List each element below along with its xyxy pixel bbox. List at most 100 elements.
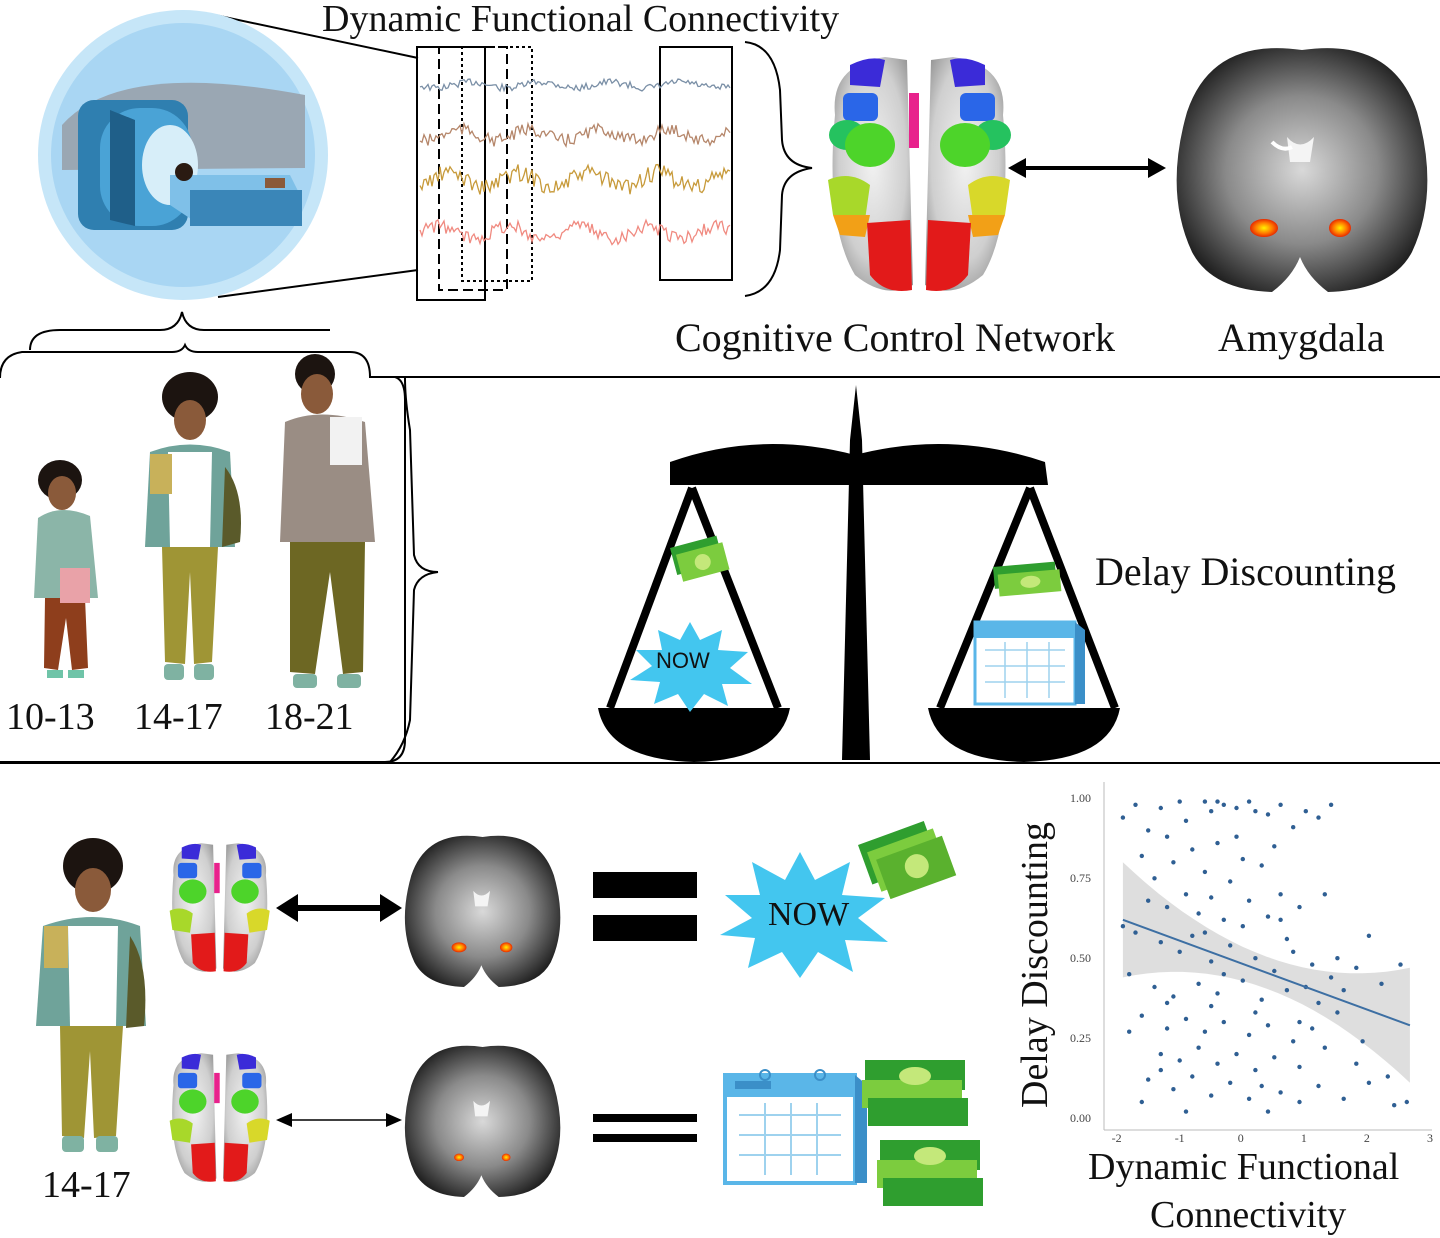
scatter-point <box>1284 936 1290 942</box>
equals-thin <box>593 1114 697 1142</box>
scatter-point <box>1228 1080 1233 1086</box>
scatter-point <box>1328 802 1334 807</box>
scatter-point <box>1322 1045 1328 1050</box>
scatter-point <box>1215 991 1220 996</box>
scatter-point <box>1139 1013 1145 1018</box>
scatter-point <box>1171 994 1176 999</box>
scatter-point <box>1265 1109 1271 1114</box>
ccn-brain-bottom-1 <box>169 843 270 972</box>
scatter-point <box>1404 1099 1410 1105</box>
amygdala-brain-bottom-2 <box>404 1045 561 1197</box>
scatter-point <box>1202 930 1208 935</box>
scatter-point <box>1202 799 1208 804</box>
scatter-point <box>1278 917 1283 922</box>
scatter-point <box>1246 1032 1252 1038</box>
scatter-point <box>1221 1019 1227 1025</box>
scatter-point <box>1265 914 1271 919</box>
scatter-point <box>1146 1077 1151 1082</box>
scatter-point <box>1366 1080 1372 1086</box>
scatter-point <box>1234 1051 1239 1057</box>
scatter-point <box>1316 815 1321 820</box>
calendar-icon <box>723 1069 867 1185</box>
scatter-point <box>1183 1016 1189 1022</box>
scatter-point <box>1253 1067 1258 1073</box>
scatter-point <box>1354 1061 1359 1066</box>
age-label-18-21: 18-21 <box>265 696 354 738</box>
age-label-14-17: 14-17 <box>134 696 223 738</box>
scatter-point <box>1209 1003 1214 1009</box>
label-delay-discounting: Delay Discounting <box>1095 549 1397 594</box>
scatter-point <box>1297 904 1302 910</box>
mri-scanner-icon <box>38 10 419 300</box>
age-label-10-13: 10-13 <box>6 696 95 738</box>
age-brace <box>389 377 439 763</box>
x-tick-label: 2 <box>1363 1131 1370 1145</box>
scatter-point <box>1234 834 1239 839</box>
scatter-point <box>1335 956 1340 961</box>
scatter-point <box>1133 930 1138 935</box>
scatter-point <box>1316 1083 1321 1089</box>
scanner-brace <box>29 311 330 351</box>
scatter-point <box>1253 1010 1258 1015</box>
scatter-point <box>1158 805 1164 811</box>
scatter-point <box>1183 818 1189 823</box>
scatter-point <box>1322 892 1328 897</box>
scatter-point <box>1284 988 1290 993</box>
scatter-point <box>1246 799 1252 804</box>
scatter-point <box>1310 1026 1315 1031</box>
scatter-point <box>1259 997 1264 1002</box>
scatter-point <box>1183 892 1189 897</box>
scatter-point <box>1196 981 1201 986</box>
x-tick-label: -2 <box>1111 1131 1122 1145</box>
y-tick-label: 0.50 <box>1070 951 1091 966</box>
money-stack-icon-2 <box>862 1060 983 1206</box>
scatter-point <box>1303 809 1309 814</box>
scatter-point <box>1158 1051 1164 1057</box>
double-arrow-thin <box>276 1113 402 1127</box>
double-arrow-thick <box>276 894 402 922</box>
chart-xlabel-line2: Connectivity <box>1150 1194 1347 1236</box>
scatter-point <box>1253 809 1258 814</box>
scatter-point <box>1139 1099 1145 1105</box>
scatter-point <box>1360 1039 1365 1044</box>
scatter-point <box>1215 799 1220 804</box>
scatter-point <box>1127 972 1132 977</box>
scatter-point <box>1297 1019 1302 1025</box>
scatter-point <box>1246 1096 1252 1102</box>
scatter-point <box>1120 815 1126 820</box>
scatter-point <box>1291 1039 1296 1044</box>
scatter-point <box>1164 1026 1170 1031</box>
scatter-point <box>1246 898 1252 903</box>
label-cognitive-control-network: Cognitive Control Network <box>675 315 1115 360</box>
scatter-point <box>1240 856 1246 862</box>
scatter-point <box>1278 892 1283 897</box>
chart-xlabel-line1: Dynamic Functional <box>1088 1146 1400 1188</box>
scatter-point <box>1158 940 1164 945</box>
scatter-point <box>1259 1083 1264 1089</box>
scatter-point <box>1202 1029 1208 1034</box>
scatter-point <box>1190 933 1195 938</box>
scatter-point <box>1120 924 1126 929</box>
scatter-point <box>1341 1096 1346 1102</box>
scatter-point <box>1133 802 1138 807</box>
y-tick-label: 0.75 <box>1070 871 1091 886</box>
scatter-point <box>1164 834 1170 839</box>
scatter-point <box>1171 1087 1176 1092</box>
scatter-point <box>1228 879 1233 884</box>
scatter-point <box>1202 869 1208 875</box>
scatter-point <box>1341 988 1346 993</box>
scatter-point <box>1398 962 1403 967</box>
amygdala-brain-bottom-1 <box>404 835 561 987</box>
scatter-point <box>1278 802 1283 807</box>
scatter-point <box>1278 1090 1283 1095</box>
double-arrow-top <box>1008 158 1166 178</box>
scatter-point <box>1240 924 1246 929</box>
scatter-point <box>1310 962 1315 967</box>
x-tick-label: 3 <box>1427 1131 1433 1145</box>
x-tick-label: 0 <box>1237 1131 1244 1145</box>
y-tick-label: 0.25 <box>1070 1031 1091 1046</box>
balance-scale-icon <box>598 385 1120 762</box>
scatter-point <box>1190 1074 1195 1079</box>
scatter-point <box>1139 853 1145 859</box>
